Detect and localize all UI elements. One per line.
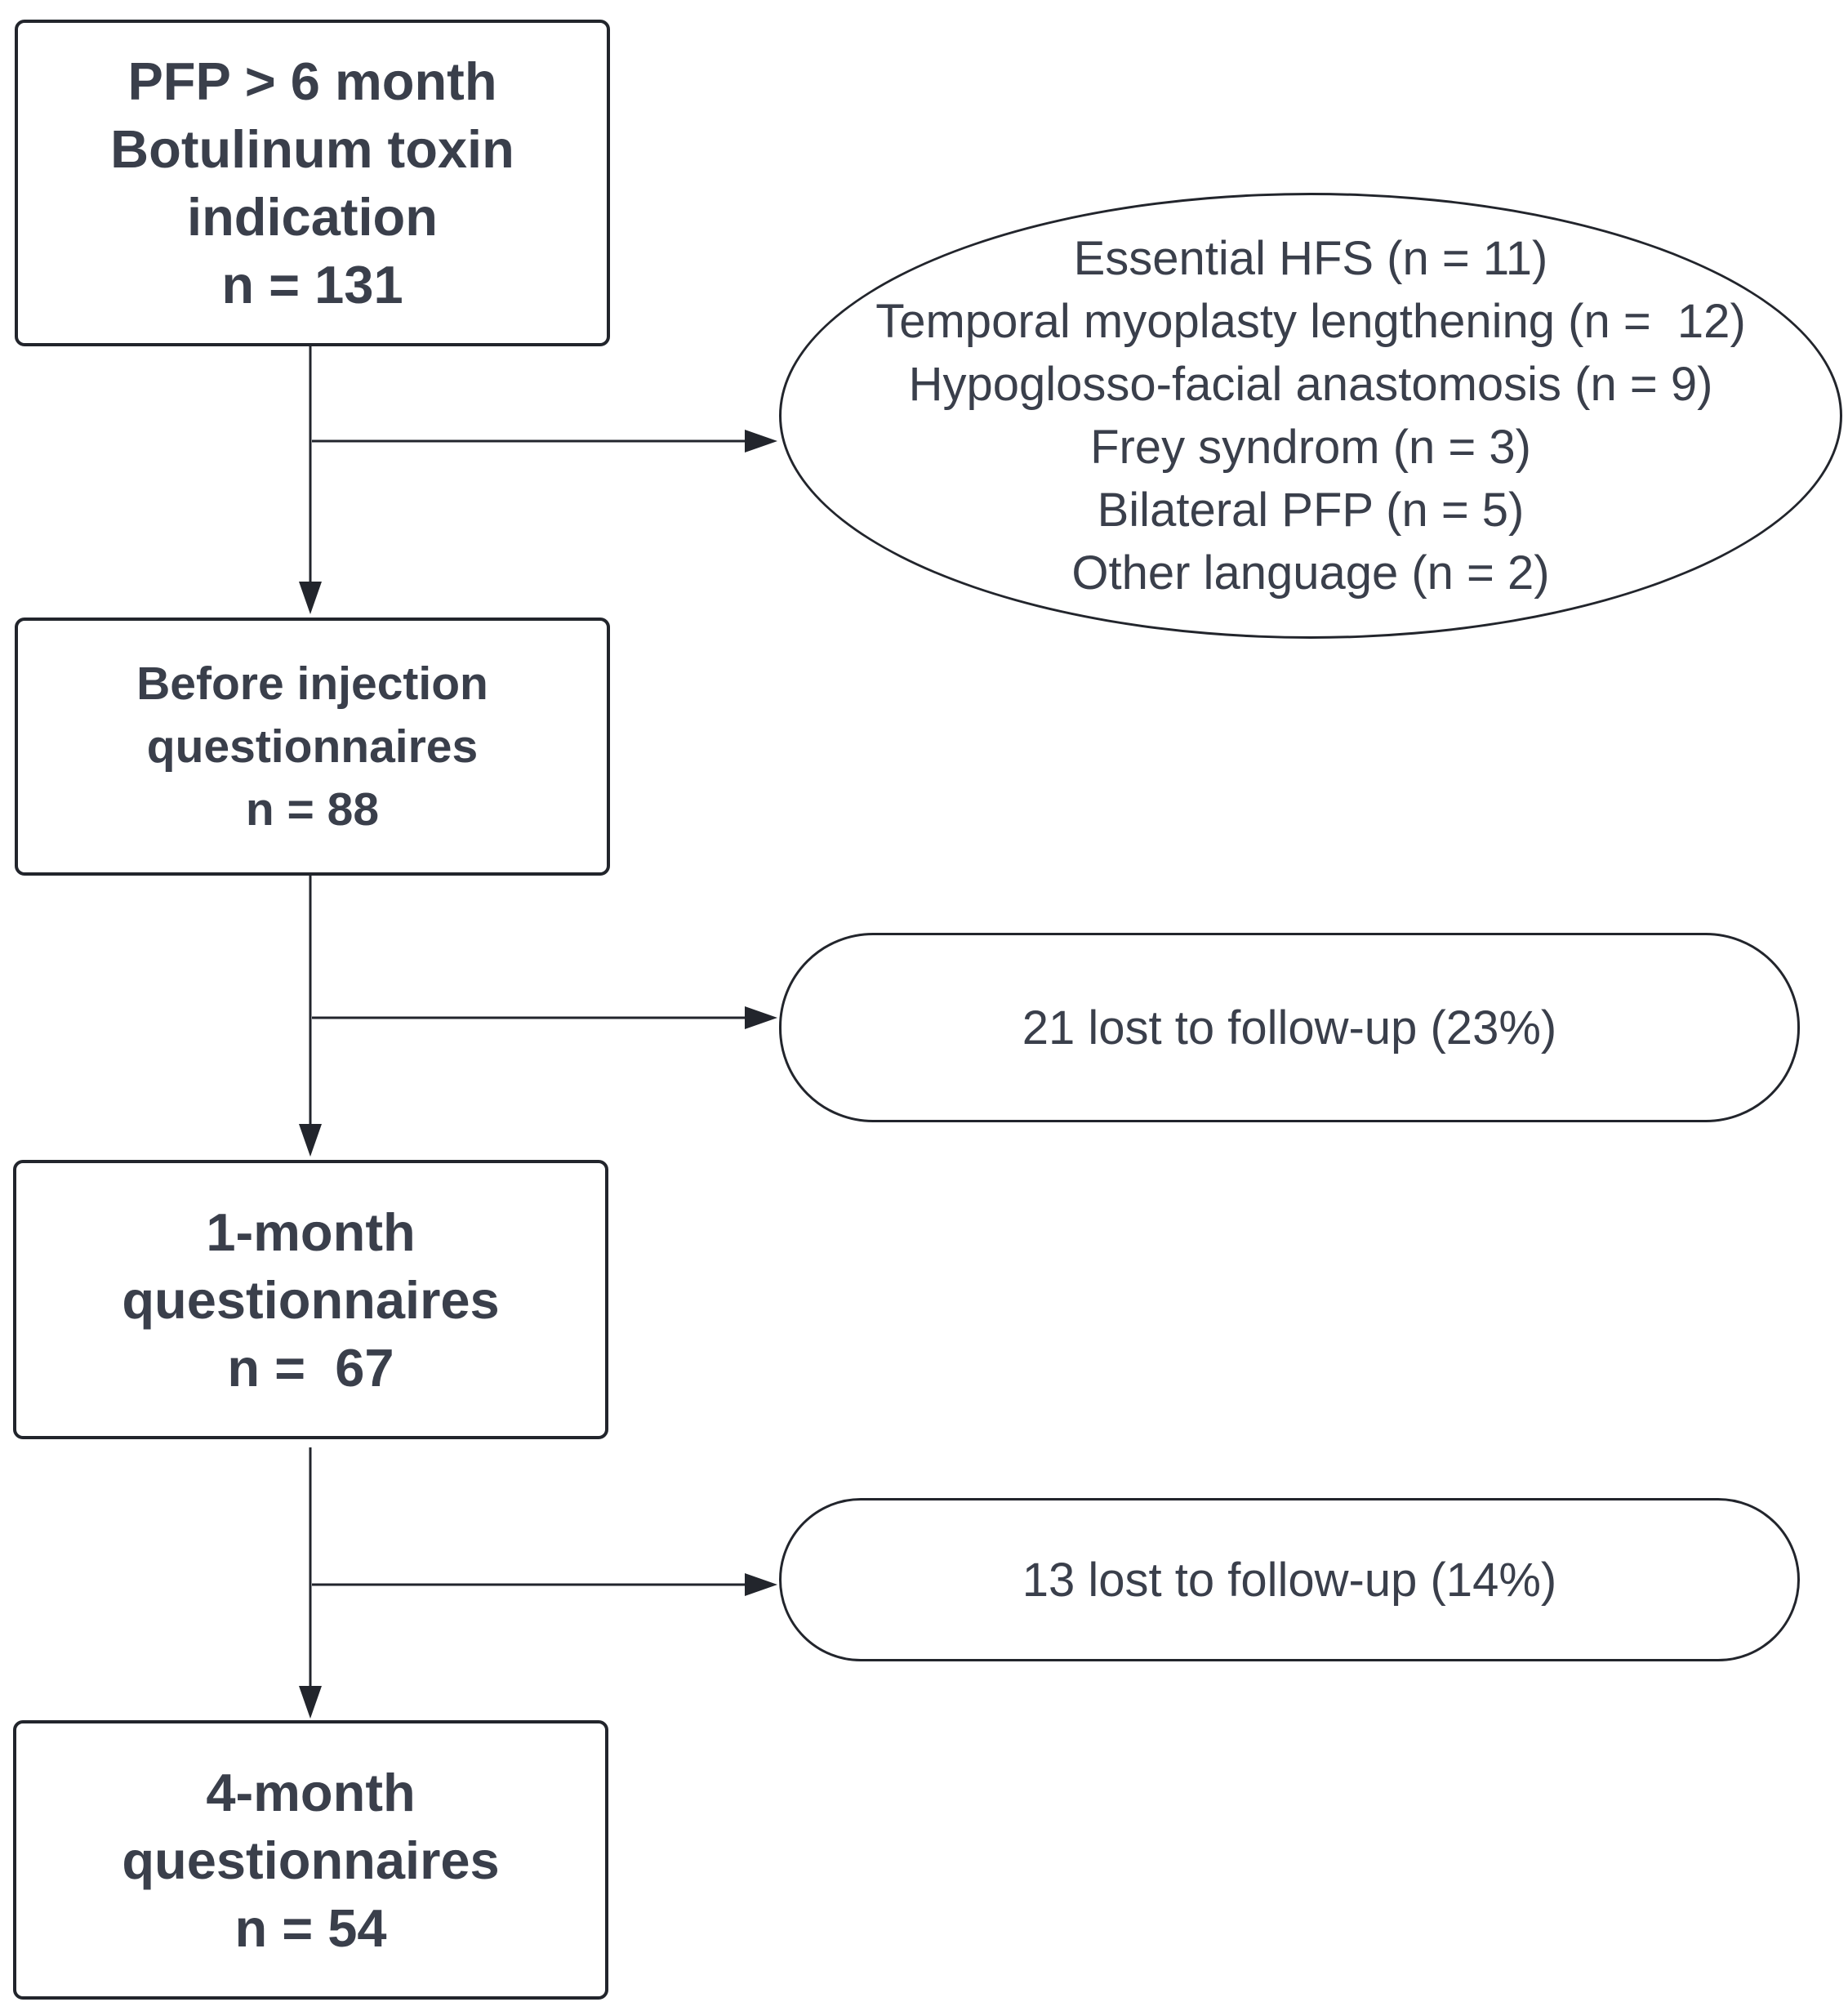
exclusion-reason-line: Bilateral PFP (n = 5)	[1097, 484, 1525, 537]
step-box-1-month: 1-month questionnaires n = 67	[13, 1160, 608, 1439]
step-box-before-injection-line: n = 88	[245, 783, 380, 836]
step-box-initial-line: n = 131	[221, 255, 403, 314]
step-box-initial-line: indication	[187, 187, 438, 247]
step-box-1-month-line: n = 67	[227, 1337, 394, 1398]
arrowhead-step2	[299, 582, 322, 614]
branch-arrowhead-3	[745, 1573, 777, 1596]
step-box-before-injection-line: Before injection	[136, 657, 488, 710]
lost-to-follow-up-pill-1: 21 lost to follow-up (23%)	[779, 933, 1800, 1122]
step-box-initial: PFP > 6 month Botulinum toxin indication…	[15, 20, 610, 346]
branch-arrowhead-1	[745, 430, 777, 453]
step-box-initial-line: PFP > 6 month	[127, 51, 497, 111]
exclusion-reason-line: Temporal myoplasty lengthening (n = 12)	[875, 295, 1746, 348]
lost-to-follow-up-pill-2: 13 lost to follow-up (14%)	[779, 1498, 1800, 1661]
step-box-4-month-line: questionnaires	[122, 1830, 500, 1890]
lost-to-follow-up-text: 13 lost to follow-up (14%)	[1022, 1553, 1557, 1607]
step-box-before-injection: Before injection questionnaires n = 88	[15, 618, 610, 876]
exclusion-reason-line: Essential HFS (n = 11)	[1073, 232, 1548, 285]
step-box-4-month-line: 4-month	[206, 1762, 416, 1822]
exclusion-reason-line: Hypoglosso-facial anastomosis (n = 9)	[908, 358, 1713, 411]
step-box-initial-line: Botulinum toxin	[110, 119, 514, 179]
step-box-4-month: 4-month questionnaires n = 54	[13, 1720, 608, 2000]
lost-to-follow-up-text: 21 lost to follow-up (23%)	[1022, 1001, 1557, 1055]
exclusion-reason-line: Other language (n = 2)	[1071, 546, 1550, 600]
branch-arrowhead-2	[745, 1006, 777, 1029]
step-box-before-injection-line: questionnaires	[146, 720, 479, 773]
step-box-4-month-line: n = 54	[234, 1897, 387, 1958]
exclusion-reason-line: Frey syndrom (n = 3)	[1090, 421, 1531, 474]
exclusion-reasons-ellipse: Essential HFS (n = 11) Temporal myoplast…	[779, 193, 1842, 639]
arrowhead-step4	[299, 1686, 322, 1719]
step-box-1-month-line: questionnaires	[122, 1269, 500, 1330]
step-box-1-month-line: 1-month	[206, 1202, 416, 1262]
arrowhead-step3	[299, 1124, 322, 1157]
